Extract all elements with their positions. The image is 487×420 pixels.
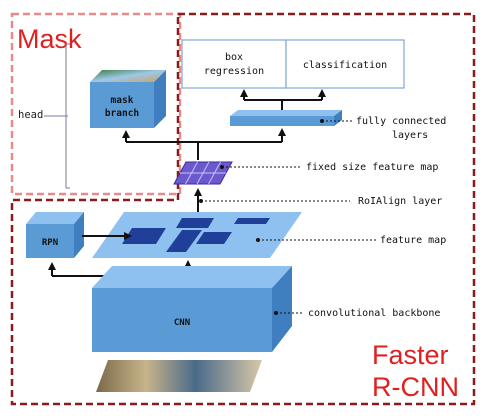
- mask-branch-label-line1: mask: [111, 95, 134, 106]
- fixed-size-feature-map: [173, 161, 233, 185]
- feature-map-label: feature map: [380, 235, 446, 246]
- box-regression-label-line2: regression: [204, 66, 264, 77]
- rpn-label: RPN: [42, 238, 58, 248]
- convolutional-backbone-label: convolutional backbone: [308, 308, 440, 319]
- fully-connected-label-line2: layers: [392, 130, 428, 141]
- box-regression-label-line1: box: [225, 52, 243, 63]
- faster-rcnn-region-border: [10, 12, 476, 406]
- mask-branch-block: mask branch: [90, 70, 166, 128]
- rpn-block: RPN: [26, 212, 84, 258]
- cnn-label: CNN: [174, 318, 190, 328]
- faster-title-line2: R-CNN: [372, 372, 459, 402]
- classification-box: [285, 39, 405, 89]
- box-regression-box: [181, 39, 287, 89]
- fully-connected-layer: [230, 110, 342, 126]
- cnn-block: CNN: [92, 266, 292, 352]
- classification-label: classification: [303, 60, 387, 71]
- fixed-size-feature-map-label: fixed size feature map: [306, 162, 438, 173]
- feature-map-plane: [92, 212, 302, 258]
- fully-connected-label-line1: fully connected: [356, 116, 446, 127]
- faster-title-line1: Faster: [372, 340, 449, 370]
- mask-region-border: [10, 12, 182, 196]
- head-bracket: [65, 43, 70, 189]
- mask-title: Mask: [17, 24, 82, 54]
- head-label: head: [18, 109, 43, 121]
- input-image: [96, 360, 262, 392]
- roialign-layer-label: RoIAlign layer: [358, 196, 442, 207]
- mask-branch-label-line2: branch: [105, 108, 139, 119]
